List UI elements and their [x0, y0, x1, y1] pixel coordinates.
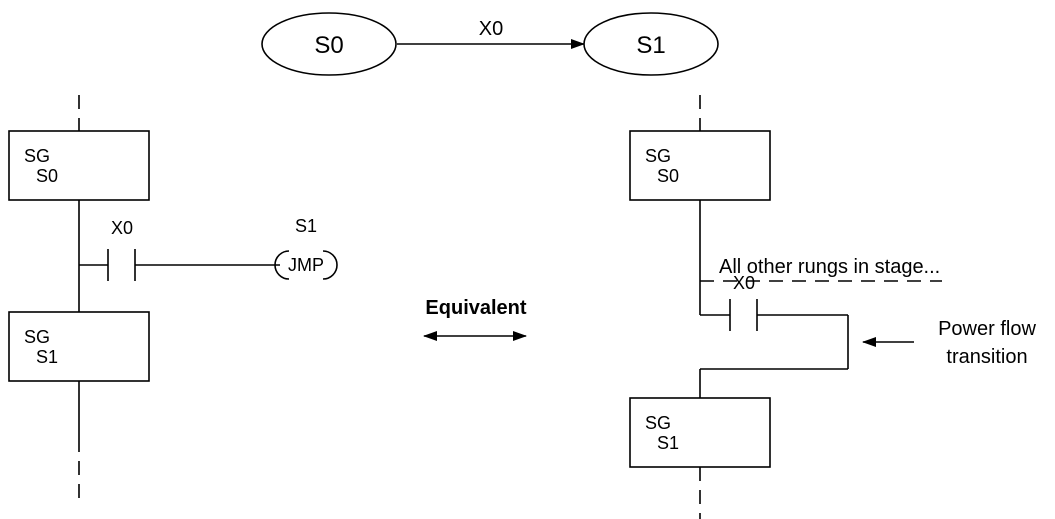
left-coil-label: JMP [288, 255, 324, 275]
left-stage-s1-prefix: SG [24, 327, 50, 347]
transition-label: X0 [479, 18, 503, 40]
state-s0-ellipse [261, 12, 397, 76]
left-stage-s0-box [8, 130, 150, 201]
right-stage-s1-prefix: SG [645, 413, 671, 433]
left-coil-left-arc [274, 250, 290, 280]
right-stage-s0-name: S0 [657, 166, 679, 186]
left-stage-s1-name: S1 [36, 347, 58, 367]
left-contact-label: X0 [111, 218, 133, 238]
right-stage-s0-prefix: SG [645, 146, 671, 166]
right-stage-s1-box [629, 397, 771, 468]
right-ladder: SG S0 All other rungs in stage... X0 Pow… [629, 95, 1036, 519]
state-s1-ellipse [583, 12, 719, 76]
state-s0-label: S0 [314, 32, 343, 59]
left-stage-s1-box [8, 311, 150, 382]
other-rungs-label: All other rungs in stage... [719, 256, 940, 278]
left-coil-right-arc [322, 250, 338, 280]
state-s1-label: S1 [636, 32, 665, 59]
left-stage-s0-prefix: SG [24, 146, 50, 166]
state-diagram: S0 X0 S1 [261, 12, 719, 76]
right-contact-label: X0 [733, 273, 755, 293]
equivalent-marker: Equivalent [423, 297, 527, 341]
power-flow-label-line1: Power flow [938, 318, 1036, 340]
right-stage-s1-name: S1 [657, 433, 679, 453]
equivalent-label: Equivalent [425, 297, 526, 319]
left-stage-s0-name: S0 [36, 166, 58, 186]
power-flow-label-line2: transition [946, 346, 1027, 368]
left-ladder: SG S0 X0 JMP S1 SG S1 [8, 95, 338, 500]
left-jump-target: S1 [295, 216, 317, 236]
